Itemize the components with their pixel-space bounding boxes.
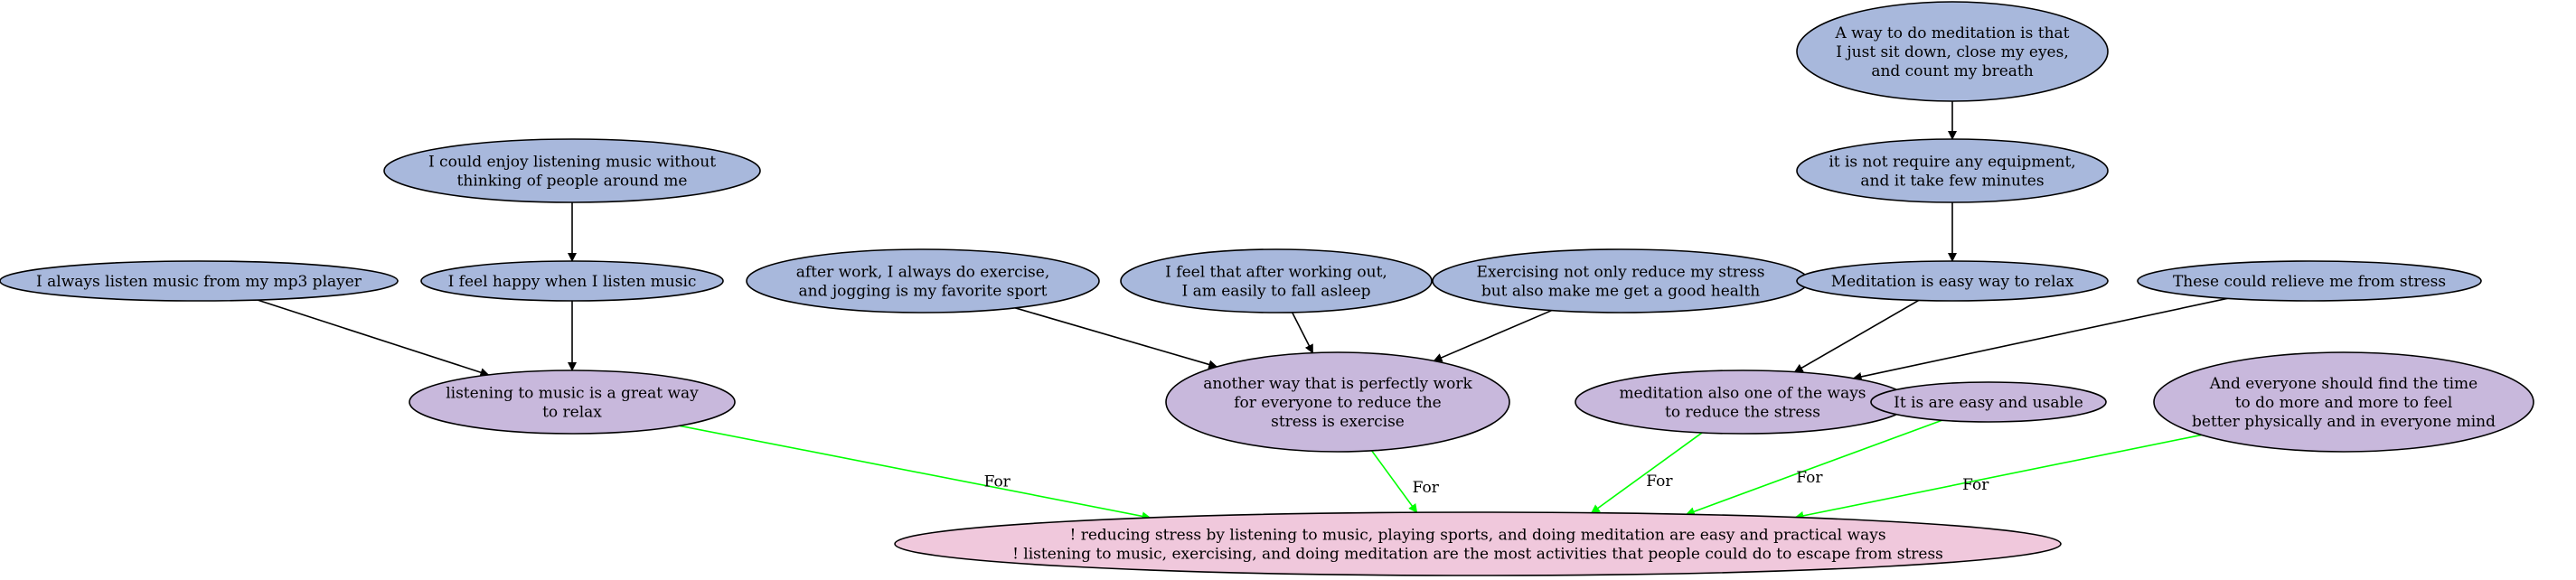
edge-n_easy_usable-to-n_conclusion: For [1685, 419, 1942, 516]
node-text-line: thinking of people around me [457, 173, 688, 191]
node-text-line: ! reducing stress by listening to music,… [1069, 527, 1885, 545]
node-ellipse [1165, 351, 1510, 453]
edge-n_music_relax-to-n_conclusion: For [679, 425, 1152, 521]
node-text-line: meditation also one of the ways [1619, 385, 1866, 403]
edge-n_exercise-to-n_conclusion: For [1371, 450, 1440, 513]
edge-n_meditation_easy-to-n_meditation_reduce [1793, 299, 1920, 373]
node-text-line: to relax [542, 404, 602, 422]
node-text-line: better physically and in everyone mind [2192, 413, 2496, 431]
edge-line [679, 425, 1152, 521]
node-ellipse [383, 138, 761, 203]
node-text-line: and jogging is my favorite sport [799, 283, 1048, 301]
node-claim: It is are easy and usable [1870, 381, 2107, 423]
node-text-line: and it take few minutes [1860, 173, 2044, 191]
edge-line [1371, 450, 1418, 513]
edge-line [1852, 297, 2228, 381]
edge-line [257, 299, 490, 377]
node-ellipse [894, 511, 2062, 576]
node-premise: I could enjoy listening music withoutthi… [383, 138, 761, 203]
edge-n_relieve-to-n_meditation_reduce [1852, 297, 2228, 381]
node-text-line: for everyone to reduce the [1234, 394, 1441, 412]
node-text-line: but also make me get a good health [1481, 283, 1760, 301]
node-text-line: it is not require any equipment, [1829, 154, 2075, 172]
edge-line [1685, 419, 1942, 516]
node-text-line: And everyone should find the time [2209, 375, 2477, 393]
node-premise: after work, I always do exercise,and jog… [746, 248, 1100, 313]
edge-label: For [1646, 472, 1673, 491]
node-text-line: listening to music is a great way [446, 385, 699, 403]
edge-n_good_health-to-n_exercise [1433, 309, 1553, 362]
node-text-line: another way that is perfectly work [1203, 375, 1472, 393]
node-text-line: I am easily to fall asleep [1181, 283, 1370, 301]
node-text-line: to do more and more to feel [2235, 394, 2453, 412]
node-text-line: It is are easy and usable [1894, 394, 2083, 412]
node-ellipse [1796, 138, 2109, 203]
edge-n_mp3-to-n_music_relax [257, 299, 490, 377]
node-premise: Meditation is easy way to relax [1796, 260, 2109, 302]
node-ellipse [1120, 248, 1433, 313]
node-text-line: I always listen music from my mp3 player [36, 273, 362, 291]
edge-n_meditation_reduce-to-n_conclusion: For [1590, 432, 1703, 514]
node-ellipse [0, 260, 399, 302]
node-text-line: Exercising not only reduce my stress [1477, 264, 1765, 282]
node-ellipse [409, 370, 736, 435]
edge-line [1433, 309, 1553, 362]
node-text-line: Meditation is easy way to relax [1831, 273, 2074, 291]
node-ellipse [2153, 351, 2534, 453]
node-text-line: I feel happy when I listen music [448, 273, 697, 291]
edge-line [1794, 434, 2202, 520]
node-premise: I feel that after working out,I am easil… [1120, 248, 1433, 313]
edge-line [1014, 307, 1218, 370]
edge-n_fall_asleep-to-n_exercise [1291, 312, 1314, 354]
node-ellipse [420, 260, 724, 302]
node-text-line: A way to do meditation is that [1834, 24, 2069, 42]
node-text-line: after work, I always do exercise, [796, 264, 1049, 282]
node-text-line: stress is exercise [1271, 413, 1405, 431]
edge-label: For [1796, 469, 1823, 487]
node-text-line: I feel that after working out, [1165, 264, 1387, 282]
node-premise: These could relieve me from stress [2137, 260, 2482, 302]
node-text-line: I could enjoy listening music without [428, 154, 716, 172]
node-conclusion: ! reducing stress by listening to music,… [894, 511, 2062, 576]
node-ellipse [746, 248, 1100, 313]
node-premise: Exercising not only reduce my stressbut … [1432, 248, 1810, 313]
edge-n_everyone-to-n_conclusion: For [1794, 434, 2202, 520]
edge-line [1590, 432, 1703, 514]
node-text-line: to reduce the stress [1665, 404, 1820, 422]
node-text-line: I just sit down, close my eyes, [1836, 43, 2068, 61]
node-ellipse [2137, 260, 2482, 302]
node-ellipse [1870, 381, 2107, 423]
node-premise: I feel happy when I listen music [420, 260, 724, 302]
node-text-line: ! listening to music, exercising, and do… [1012, 546, 1943, 564]
node-text-line: and count my breath [1871, 62, 2033, 80]
node-ellipse [1796, 260, 2109, 302]
edge-line [1793, 299, 1920, 373]
edge-line [1291, 312, 1314, 354]
edge-n_after_work-to-n_exercise [1014, 307, 1218, 370]
node-premise: I always listen music from my mp3 player [0, 260, 399, 302]
node-premise: it is not require any equipment,and it t… [1796, 138, 2109, 203]
edge-label: For [1413, 479, 1440, 497]
edge-label: For [1962, 476, 1989, 494]
edge-label: For [984, 472, 1011, 491]
node-ellipse [1796, 1, 2109, 102]
node-text-line: These could relieve me from stress [2173, 273, 2446, 291]
